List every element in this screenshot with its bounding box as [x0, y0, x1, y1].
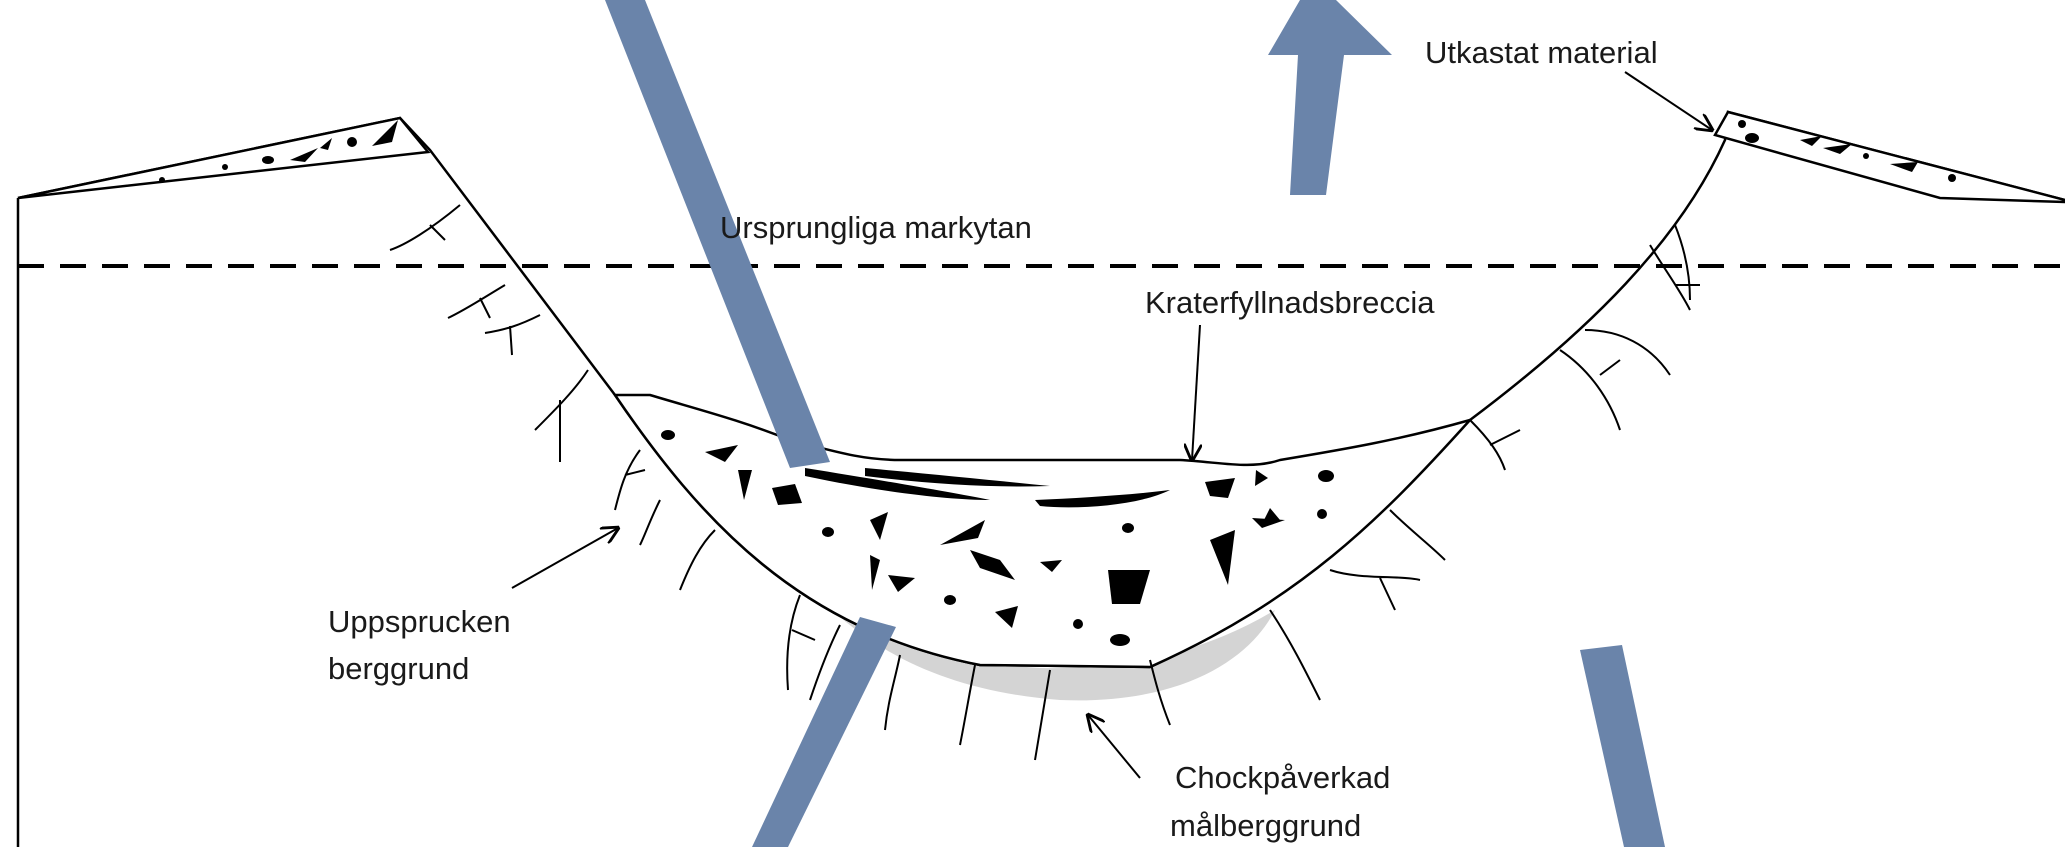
breccia-pointer	[1192, 325, 1200, 460]
blue-lower-bar-right	[1580, 645, 1665, 847]
label-fractured-line1: Uppsprucken	[328, 604, 511, 639]
label-ejecta: Utkastat material	[1425, 35, 1658, 70]
ejecta-pointer	[1625, 72, 1712, 130]
ejecta-left	[18, 118, 428, 198]
shocked-bedrock-pointer	[1088, 715, 1140, 778]
blue-lower-bar-left	[752, 617, 896, 847]
fractured-bedrock-pointer	[512, 528, 618, 588]
label-shocked-line2: målberggrund	[1170, 808, 1361, 843]
overlay-arrows	[605, 0, 1665, 847]
blue-up-arrow	[1268, 0, 1392, 195]
label-shocked-line1: Chockpåverkad	[1175, 760, 1390, 795]
label-breccia: Kraterfyllnadsbreccia	[1145, 285, 1435, 320]
ejecta-right	[1715, 112, 2065, 202]
breccia-fill	[615, 395, 1470, 667]
label-fractured-line2: berggrund	[328, 651, 469, 686]
label-original-surface: Ursprungliga markytan	[720, 210, 1032, 245]
